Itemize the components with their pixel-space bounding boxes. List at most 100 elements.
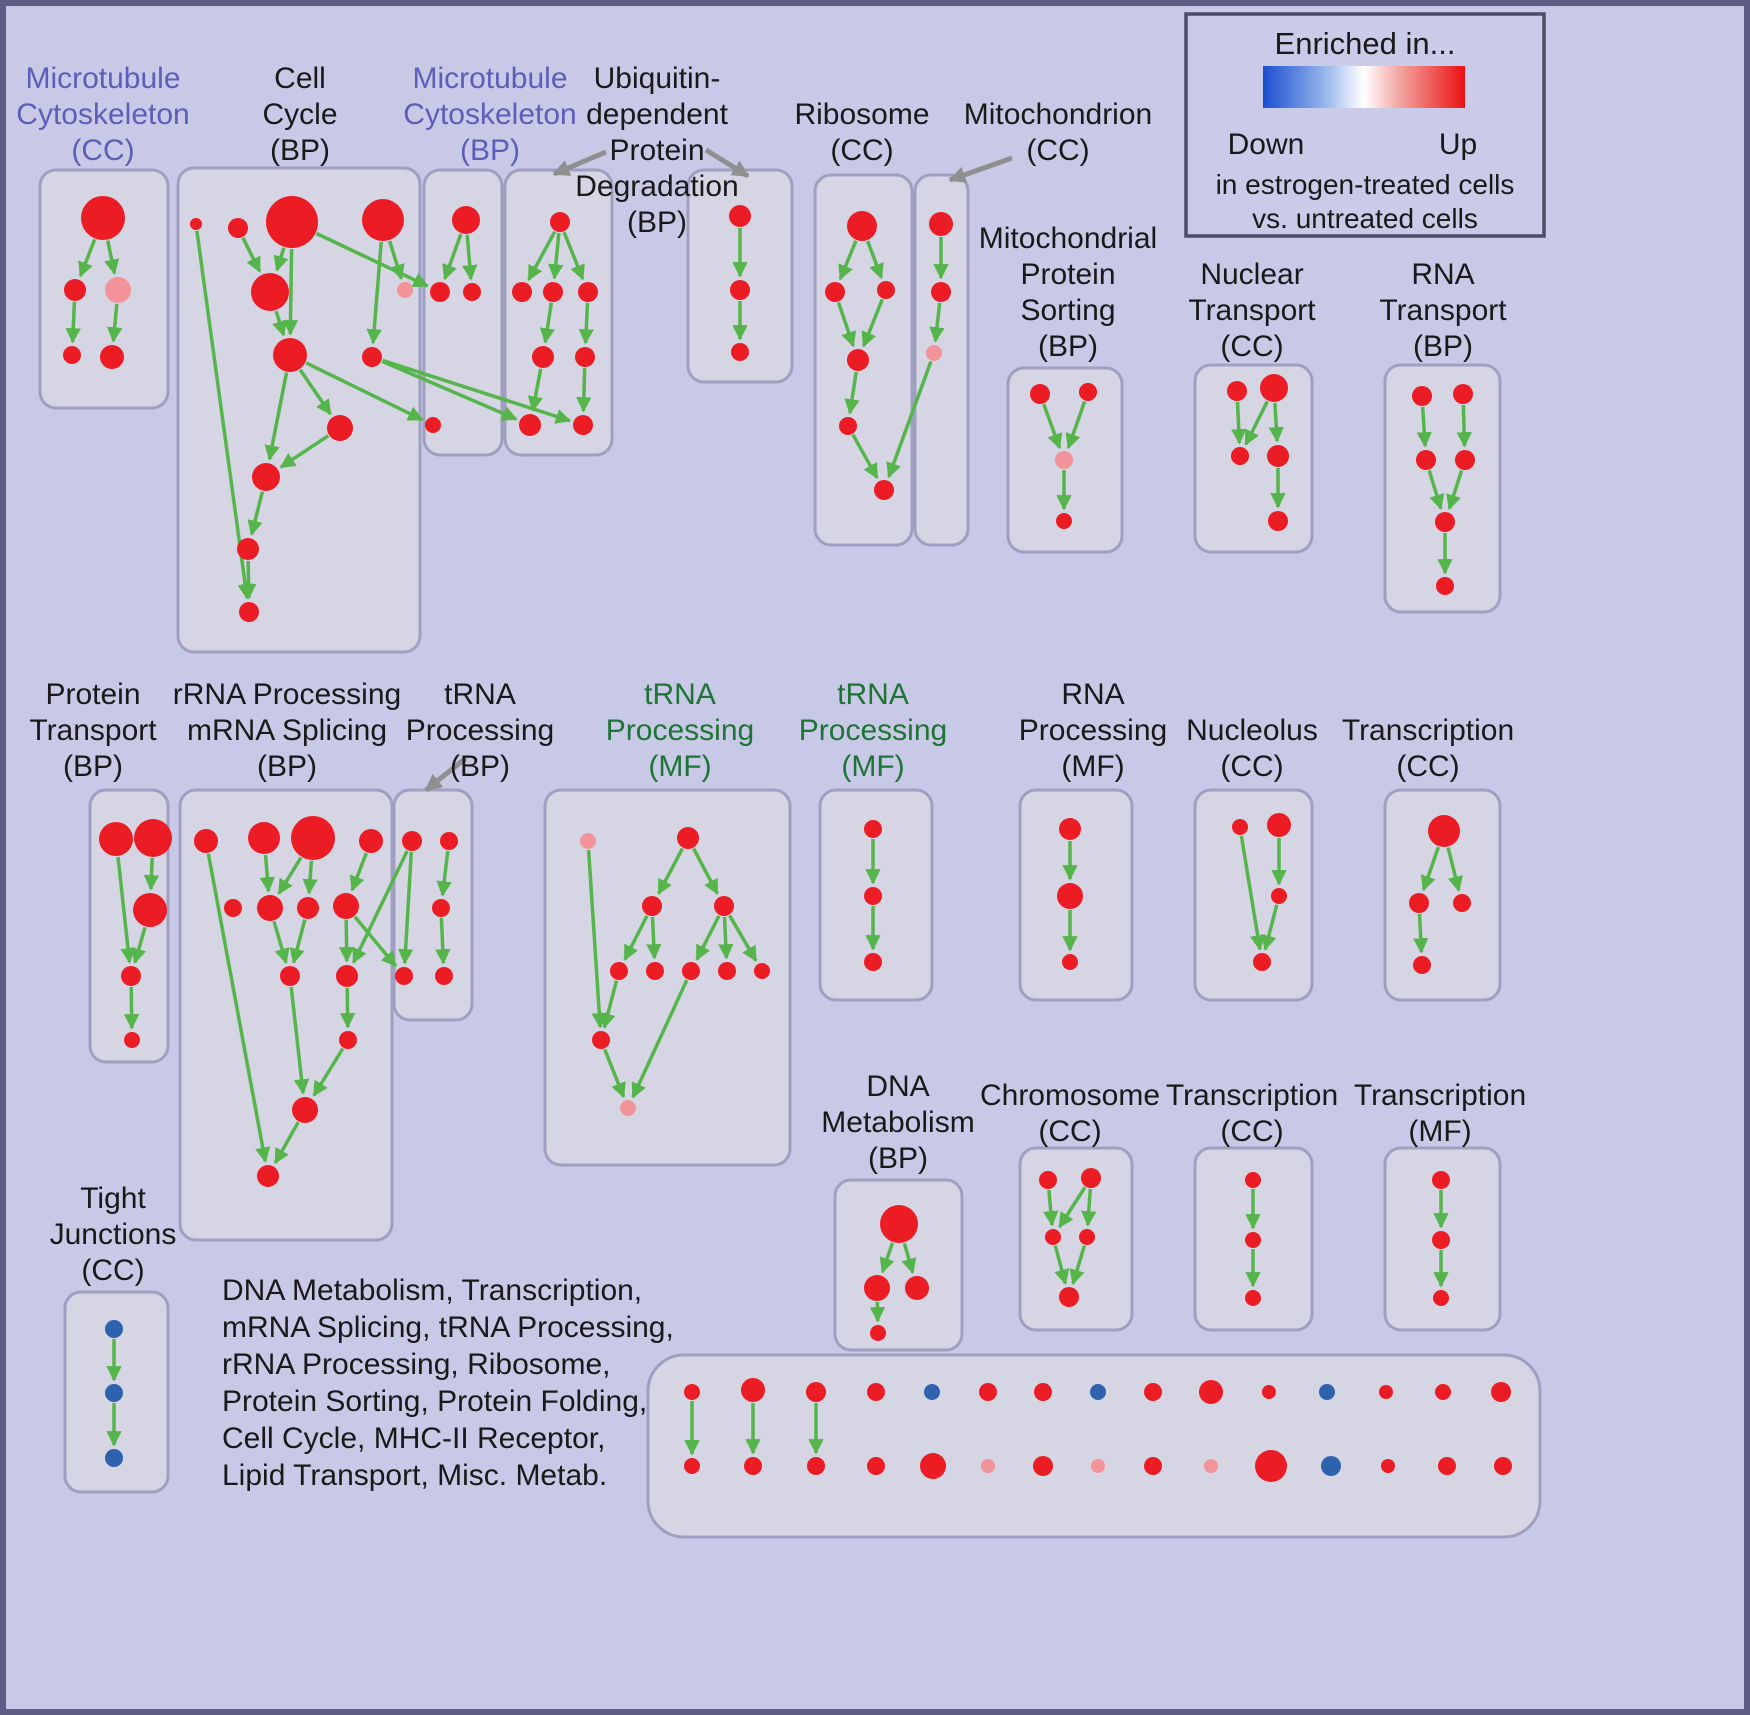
go-term-node-mitochondrion-cc [929, 212, 953, 236]
go-term-node-transcription-cc-2 [1245, 1290, 1261, 1306]
edge-arrow [631, 979, 689, 1099]
label-line: Ribosome [794, 98, 929, 131]
label-line: Transcription [1342, 714, 1514, 747]
go-term-node-transcription-cc-2 [1245, 1232, 1261, 1248]
edge-arrow [106, 303, 123, 343]
label-line: tRNA [444, 678, 516, 711]
go-term-node-mixed-terms [867, 1383, 885, 1401]
label-chromosome-cc: Chromosome(CC) [980, 1079, 1160, 1148]
go-term-node-trna-processing-mf-1 [610, 962, 628, 980]
go-term-node-dna-metabolism-bp [880, 1205, 918, 1243]
label-pointer-arrow [704, 147, 750, 179]
go-term-node-trna-processing-mf-2 [864, 953, 882, 971]
go-term-node-trna-processing-bp [440, 832, 458, 850]
go-term-node-microtubule-cytoskeleton-bp [463, 283, 481, 301]
label-line: Processing [406, 714, 554, 747]
go-term-node-nuclear-transport-cc [1227, 381, 1247, 401]
label-line: (CC) [1396, 750, 1459, 783]
label-ribosome-cc: Ribosome(CC) [794, 98, 929, 167]
go-term-node-mixed-terms [1199, 1380, 1223, 1404]
go-term-node-ribosome-cc [874, 480, 894, 500]
edge-arrow [695, 915, 721, 961]
go-term-node-chromosome-cc [1045, 1229, 1061, 1245]
edge-arrow [1268, 402, 1284, 443]
go-term-node-rrna-processing-mrna-splicing-bp [257, 1165, 279, 1187]
edge-arrow [312, 1047, 345, 1097]
go-term-node-rrna-processing-mrna-splicing-bp [280, 966, 300, 986]
label-line: tRNA [837, 678, 909, 711]
go-term-node-ubiquitin-degradation-bp-1 [532, 346, 554, 368]
edge-arrow [539, 302, 556, 344]
edge-arrow [844, 371, 860, 415]
go-term-node-ribosome-cc [825, 282, 845, 302]
edge-arrow [1446, 469, 1464, 511]
label-line: RNA [1061, 678, 1124, 711]
cluster-box-microtubule-cytoskeleton-bp [422, 168, 504, 457]
label-line: (CC) [1038, 1115, 1101, 1148]
label-line: (BP) [450, 750, 510, 783]
go-term-node-tight-junctions-cc [105, 1320, 123, 1338]
edge-arrow [586, 849, 607, 1029]
edge-arrow [646, 916, 662, 960]
go-term-node-dna-metabolism-bp [864, 1275, 890, 1301]
go-term-node-protein-transport-bp [99, 822, 133, 856]
go-term-node-mixed-terms [684, 1458, 700, 1474]
label-line: Lipid Transport, Misc. Metab. [222, 1459, 607, 1492]
label-line: rRNA Processing, Ribosome, [222, 1348, 610, 1381]
go-term-node-ubiquitin-degradation-bp-1 [575, 347, 595, 367]
edge-arrow [315, 231, 429, 288]
go-term-node-microtubule-cytoskeleton-cc [100, 345, 124, 369]
go-term-node-rna-transport-bp [1455, 450, 1475, 470]
go-term-node-trna-processing-mf-1 [642, 896, 662, 916]
edge-arrow [435, 917, 451, 965]
edge-arrow [548, 232, 564, 280]
go-term-node-protein-transport-bp [124, 1032, 140, 1048]
go-term-node-ribosome-cc [877, 281, 895, 299]
label-line: DNA [866, 1070, 929, 1103]
label-line: Metabolism [821, 1106, 974, 1139]
edge-arrow [838, 240, 858, 281]
label-line: Degradation [575, 170, 738, 203]
label-line: (BP) [460, 134, 520, 167]
edge-arrow [279, 434, 330, 469]
go-term-node-mixed-terms [741, 1378, 765, 1402]
edge-arrow [865, 240, 884, 280]
edge-arrow [273, 247, 289, 272]
label-line: Cycle [262, 98, 337, 131]
edge-arrow [264, 372, 289, 461]
label-line: Cytoskeleton [403, 98, 576, 131]
edge-arrow [879, 1242, 895, 1274]
edge-arrow [1042, 403, 1063, 450]
edge-arrow [65, 301, 81, 344]
edge-arrow [381, 359, 518, 421]
label-pointer-arrow [424, 756, 468, 792]
go-term-node-mixed-terms [979, 1383, 997, 1401]
edge-arrow [1231, 401, 1247, 445]
go-term-node-trna-processing-mf-1 [592, 1031, 610, 1049]
go-term-node-ubiquitin-degradation-bp-1 [519, 414, 541, 436]
edge-arrow [302, 860, 318, 895]
edge-arrow [366, 241, 383, 345]
go-term-node-transcription-cc-2 [1245, 1172, 1261, 1188]
go-term-node-trna-processing-bp [435, 967, 453, 985]
go-term-node-rna-transport-bp [1453, 384, 1473, 404]
go-term-node-mixed-terms [981, 1459, 995, 1473]
legend-caption-line: vs. untreated cells [1252, 203, 1478, 234]
edge-arrow [1058, 1186, 1087, 1229]
legend-gradient-bar [1263, 66, 1465, 108]
label-transcription-cc-1: Transcription(CC) [1342, 714, 1514, 783]
go-term-node-rrna-processing-mrna-splicing-bp [291, 816, 335, 860]
edge-arrow [1069, 1245, 1087, 1286]
label-line: Transcription [1354, 1079, 1526, 1112]
go-term-node-rrna-processing-mrna-splicing-bp [333, 893, 359, 919]
legend-down-label: Down [1228, 128, 1305, 161]
go-term-node-mixed-terms [1381, 1459, 1395, 1473]
go-term-node-mixed-terms [1204, 1459, 1218, 1473]
go-term-node-chromosome-cc [1039, 1171, 1057, 1189]
edge-arrow [351, 850, 409, 964]
